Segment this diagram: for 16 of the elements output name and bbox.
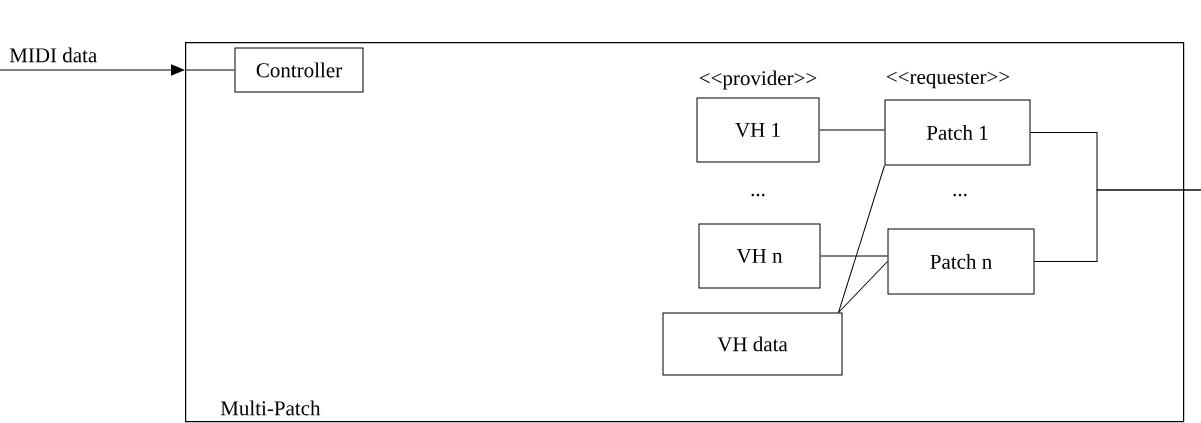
connector bbox=[1034, 189, 1201, 262]
ellipsis: ... bbox=[751, 193, 765, 197]
data-box: VH data bbox=[662, 312, 843, 376]
connector bbox=[819, 129, 885, 131]
connector bbox=[838, 261, 888, 313]
connector bbox=[820, 255, 888, 257]
connector bbox=[838, 165, 885, 313]
patch-box: Patch n bbox=[887, 228, 1035, 295]
provider-box: VH n bbox=[698, 223, 821, 289]
controller-box: Controller bbox=[234, 47, 364, 93]
provider-box: VH 1 bbox=[696, 97, 820, 163]
connector bbox=[0, 64, 185, 76]
connector bbox=[184, 69, 235, 71]
patch-box: Patch 1 bbox=[884, 99, 1031, 166]
ellipsis: ... bbox=[953, 193, 967, 197]
edge-label: MIDI data bbox=[8, 46, 99, 64]
